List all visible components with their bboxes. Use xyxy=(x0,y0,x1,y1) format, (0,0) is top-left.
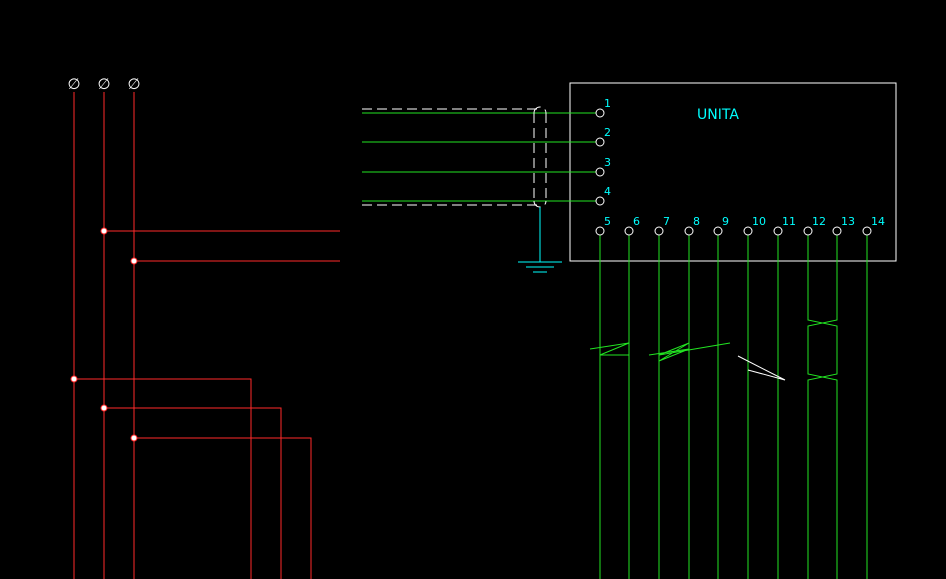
output-wire-12 xyxy=(807,235,838,579)
terminal-10 xyxy=(743,226,753,236)
terminal-3 xyxy=(595,167,605,177)
terminal-13 xyxy=(832,226,842,236)
pin-label-12: 12 xyxy=(812,215,826,228)
phase-symbol-2: ∅ xyxy=(97,75,110,93)
junction-dot xyxy=(100,227,108,235)
terminal-4 xyxy=(595,196,605,206)
phase-symbol-1: ∅ xyxy=(67,75,80,93)
top-pin-labels: 1 2 3 4 xyxy=(604,97,611,198)
input-wires xyxy=(362,112,596,202)
pin-label-10: 10 xyxy=(752,215,766,228)
pin-label-6: 6 xyxy=(633,215,640,228)
pin-label-3: 3 xyxy=(604,156,611,169)
junction-dot xyxy=(130,434,138,442)
terminal-5 xyxy=(595,226,605,236)
junction-dot xyxy=(100,404,108,412)
junction-dot xyxy=(130,257,138,265)
zigzag-link-5-6 xyxy=(589,342,630,356)
unit-label: UNITA xyxy=(697,107,739,123)
phase-symbol-3: ∅ xyxy=(127,75,140,93)
power-bus xyxy=(73,92,340,579)
terminal-11 xyxy=(773,226,783,236)
output-wire-13 xyxy=(807,235,838,579)
pin-label-11: 11 xyxy=(782,215,796,228)
branch-drop-3 xyxy=(134,437,312,579)
phase-terminals: ∅ ∅ ∅ xyxy=(67,75,140,93)
terminal-14 xyxy=(862,226,872,236)
branch-drop-2 xyxy=(104,407,282,579)
terminal-2 xyxy=(595,137,605,147)
branch-drop-1 xyxy=(74,378,252,579)
output-wires xyxy=(589,235,868,579)
terminal-8 xyxy=(684,226,694,236)
pin-label-8: 8 xyxy=(693,215,700,228)
terminal-9 xyxy=(713,226,723,236)
terminal-1 xyxy=(595,108,605,118)
bottom-terminals xyxy=(595,226,872,236)
junction-dot xyxy=(70,375,78,383)
shield-cap-bottom xyxy=(533,200,547,208)
zigzag-link-7-9 xyxy=(648,342,731,362)
pin-label-1: 1 xyxy=(604,97,611,110)
pin-label-7: 7 xyxy=(663,215,670,228)
diagonal-break-mark xyxy=(737,355,786,381)
shield-cap-top xyxy=(533,106,547,114)
bottom-pin-labels: 5 6 7 8 9 10 11 12 13 14 xyxy=(604,215,885,228)
junction-dots xyxy=(70,227,138,442)
pin-label-13: 13 xyxy=(841,215,855,228)
pin-label-14: 14 xyxy=(871,215,885,228)
pin-label-4: 4 xyxy=(604,185,611,198)
terminal-12 xyxy=(803,226,813,236)
pin-label-9: 9 xyxy=(722,215,729,228)
cable-shield xyxy=(362,106,547,208)
ground-symbol xyxy=(518,207,562,273)
pin-label-5: 5 xyxy=(604,215,611,228)
terminal-6 xyxy=(624,226,634,236)
pin-label-2: 2 xyxy=(604,126,611,139)
terminal-7 xyxy=(654,226,664,236)
top-terminals xyxy=(595,108,605,206)
